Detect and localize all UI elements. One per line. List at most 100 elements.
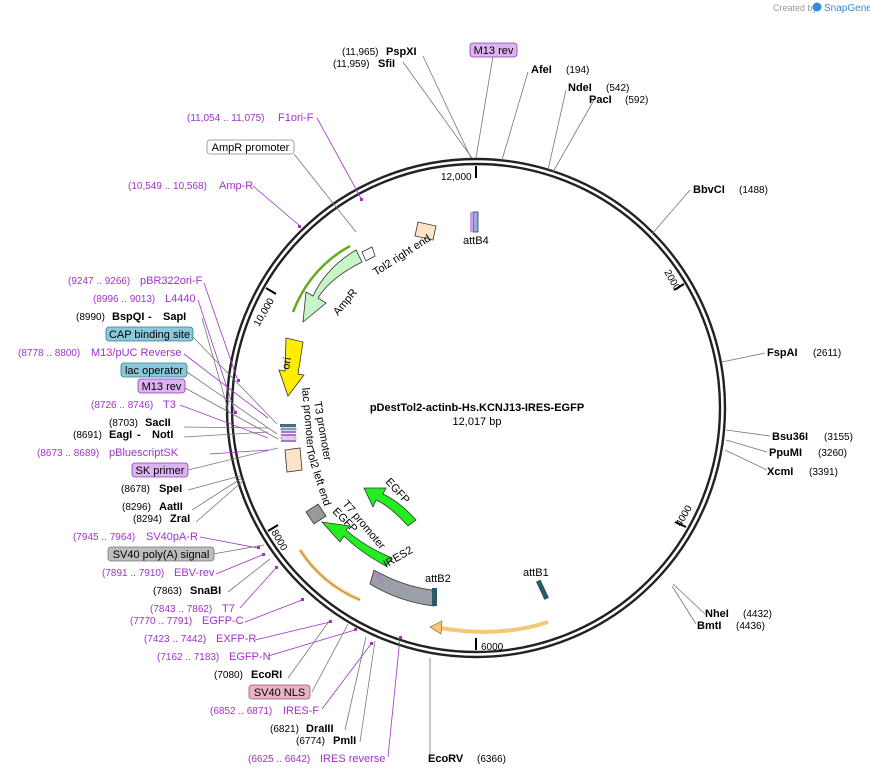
orf-bottom-arrowhead <box>429 620 443 635</box>
site-ecori: EcoRI <box>251 669 282 681</box>
box-leader-lines <box>184 153 357 693</box>
site-snabi: SnaBI <box>190 585 221 597</box>
site-bmti-pos: (4436) <box>736 621 765 632</box>
box-m13-rev-left <box>137 378 186 394</box>
primer-ires-f: IRES-F <box>283 705 319 717</box>
box-sv40-nls <box>248 684 311 700</box>
site-nhei-pos: (4432) <box>743 609 772 620</box>
ampr-label: AmpR <box>331 287 360 318</box>
site-pmli: PmlI <box>333 735 356 747</box>
primer-pbr322ori-f-pos: (9247 .. 9266) <box>68 276 130 287</box>
primer-egfp-n-pos: (7162 .. 7183) <box>157 652 219 663</box>
box-ampr-promoter-text: AmpR promoter <box>212 142 290 154</box>
site-sacii-pos: (8703) <box>109 418 138 429</box>
site-ndei: NdeI <box>568 82 592 94</box>
attb2-label: attB2 <box>425 573 451 585</box>
primer-pbluescriptsk: pBluescriptSK <box>109 447 179 459</box>
primer-sv40pa-r-pos: (7945 .. 7964) <box>73 532 135 543</box>
attb4-feature <box>472 211 479 233</box>
primer-f1ori-f-pos: (11,054 .. 11,075) <box>187 113 264 124</box>
egfp-outer-arrow <box>320 521 393 567</box>
attb4-primer-feature <box>470 212 473 232</box>
ires2-primer-marks <box>373 569 384 584</box>
attb2-feature <box>432 588 437 606</box>
site-aatii-pos: (8296) <box>122 502 151 513</box>
box-sv40-polya-signal-text: SV40 poly(A) signal <box>113 549 210 561</box>
site-spei-pos: (8678) <box>121 484 150 495</box>
site-eagi-pos: (8691) <box>73 430 102 441</box>
site-paci: PacI <box>589 94 612 106</box>
site-eagi-sep: - <box>137 429 141 441</box>
primer-m13-puc-reverse-pos: (8778 .. 8800) <box>18 348 80 359</box>
site-bsu36i: Bsu36I <box>772 431 808 443</box>
site-fspai: FspAI <box>767 347 798 359</box>
site-bspqi-sep: - <box>148 311 152 323</box>
primer-markers <box>234 198 402 645</box>
primer-exfp-r: EXFP-R <box>216 633 256 645</box>
primer-egfp-n: EGFP-N <box>229 651 271 663</box>
site-fspai-pos: (2611) <box>813 348 841 359</box>
egfp-inner-arrow <box>363 487 417 527</box>
site-ecorv: EcoRV <box>428 753 464 765</box>
primer-t7-pos: (7843 .. 7862) <box>150 604 212 615</box>
box-cap-binding-site <box>105 326 194 342</box>
primer-l4440: L4440 <box>165 293 196 305</box>
primer-t7: T7 <box>222 603 235 615</box>
tick-label-12000: 12,000 <box>441 172 472 183</box>
primer-t3: T3 <box>163 399 176 411</box>
backbone-outer-ring <box>225 157 727 659</box>
primer-egfp-c: EGFP-C <box>202 615 244 627</box>
site-afei-pos: (194) <box>566 65 589 76</box>
primer-ebv-rev-pos: (7891 .. 7910) <box>102 568 164 579</box>
site-bbvci-pos: (1488) <box>739 185 768 196</box>
primer-exfp-r-pos: (7423 .. 7442) <box>144 634 206 645</box>
site-ppumi: PpuMI <box>769 447 802 459</box>
attb1-label: attB1 <box>523 567 549 579</box>
primer-t3-pos: (8726 .. 8746) <box>91 400 153 411</box>
site-ppumi-pos: (3260) <box>818 448 847 459</box>
primer-ires-reverse: IRES reverse <box>320 753 385 765</box>
box-sk-primer-text: SK primer <box>136 465 185 477</box>
box-sv40-nls-text: SV40 NLS <box>254 687 305 699</box>
site-aatii: AatII <box>159 501 183 513</box>
primer-ires-reverse-pos: (6625 .. 6642) <box>248 754 310 765</box>
site-paci-pos: (592) <box>625 95 648 106</box>
primer-ebv-rev: EBV-rev <box>174 567 215 579</box>
site-pspxi-pos: (11,965) <box>342 47 379 58</box>
site-sacii: SacII <box>145 417 171 429</box>
plasmid-size: 12,017 bp <box>453 416 502 428</box>
box-cap-binding-site-text: CAP binding site <box>109 329 190 341</box>
tol2-right-end-label: Tol2 right end <box>371 232 433 278</box>
box-sv40-polya-signal <box>107 546 215 562</box>
box-ampr-promoter <box>206 139 295 155</box>
site-sfii: SfiI <box>378 58 395 70</box>
primer-amp-r-pos: (10,549 .. 10,568) <box>128 181 207 192</box>
attb4-label: attB4 <box>463 235 489 247</box>
primer-l4440-pos: (8996 .. 9013) <box>93 294 155 305</box>
primer-pbluescriptsk-pos: (8673 .. 8689) <box>37 448 99 459</box>
site-xcmi-pos: (3391) <box>809 467 838 478</box>
primer-m13-puc-reverse: M13/pUC Reverse <box>91 347 181 359</box>
ires2-label: IRES2 <box>382 544 416 570</box>
plasmid-name: pDestTol2-actinb-Hs.KCNJ13-IRES-EGFP <box>370 402 584 414</box>
box-lac-operator-text: lac operator <box>125 365 183 377</box>
box-m13-rev-top-text: M13 rev <box>474 45 514 57</box>
watermark-prefix: Created by <box>773 3 818 13</box>
watermark-brand: SnapGene <box>824 3 870 14</box>
site-eagi: EagI <box>109 429 132 441</box>
site-nhei: NheI <box>705 608 729 620</box>
site-sapi: SapI <box>163 311 186 323</box>
site-leader-lines <box>183 49 771 756</box>
lac-region-stack <box>280 424 297 442</box>
lac-promoter-label: lac promoter <box>299 387 316 449</box>
site-spei: SpeI <box>159 483 182 495</box>
ampr-promoter-feature <box>361 246 376 262</box>
site-bspqi-pos: (8990) <box>76 312 105 323</box>
primer-ires-f-pos: (6852 .. 6871) <box>210 706 272 717</box>
primer-pbr322ori-f: pBR322ori-F <box>140 275 203 287</box>
primer-amp-r: Amp-R <box>219 180 253 192</box>
site-pmli-pos: (6774) <box>296 736 325 747</box>
site-bsu36i-pos: (3155) <box>824 432 853 443</box>
tol2-left-end-feature <box>284 447 303 473</box>
box-lac-operator <box>120 362 188 378</box>
